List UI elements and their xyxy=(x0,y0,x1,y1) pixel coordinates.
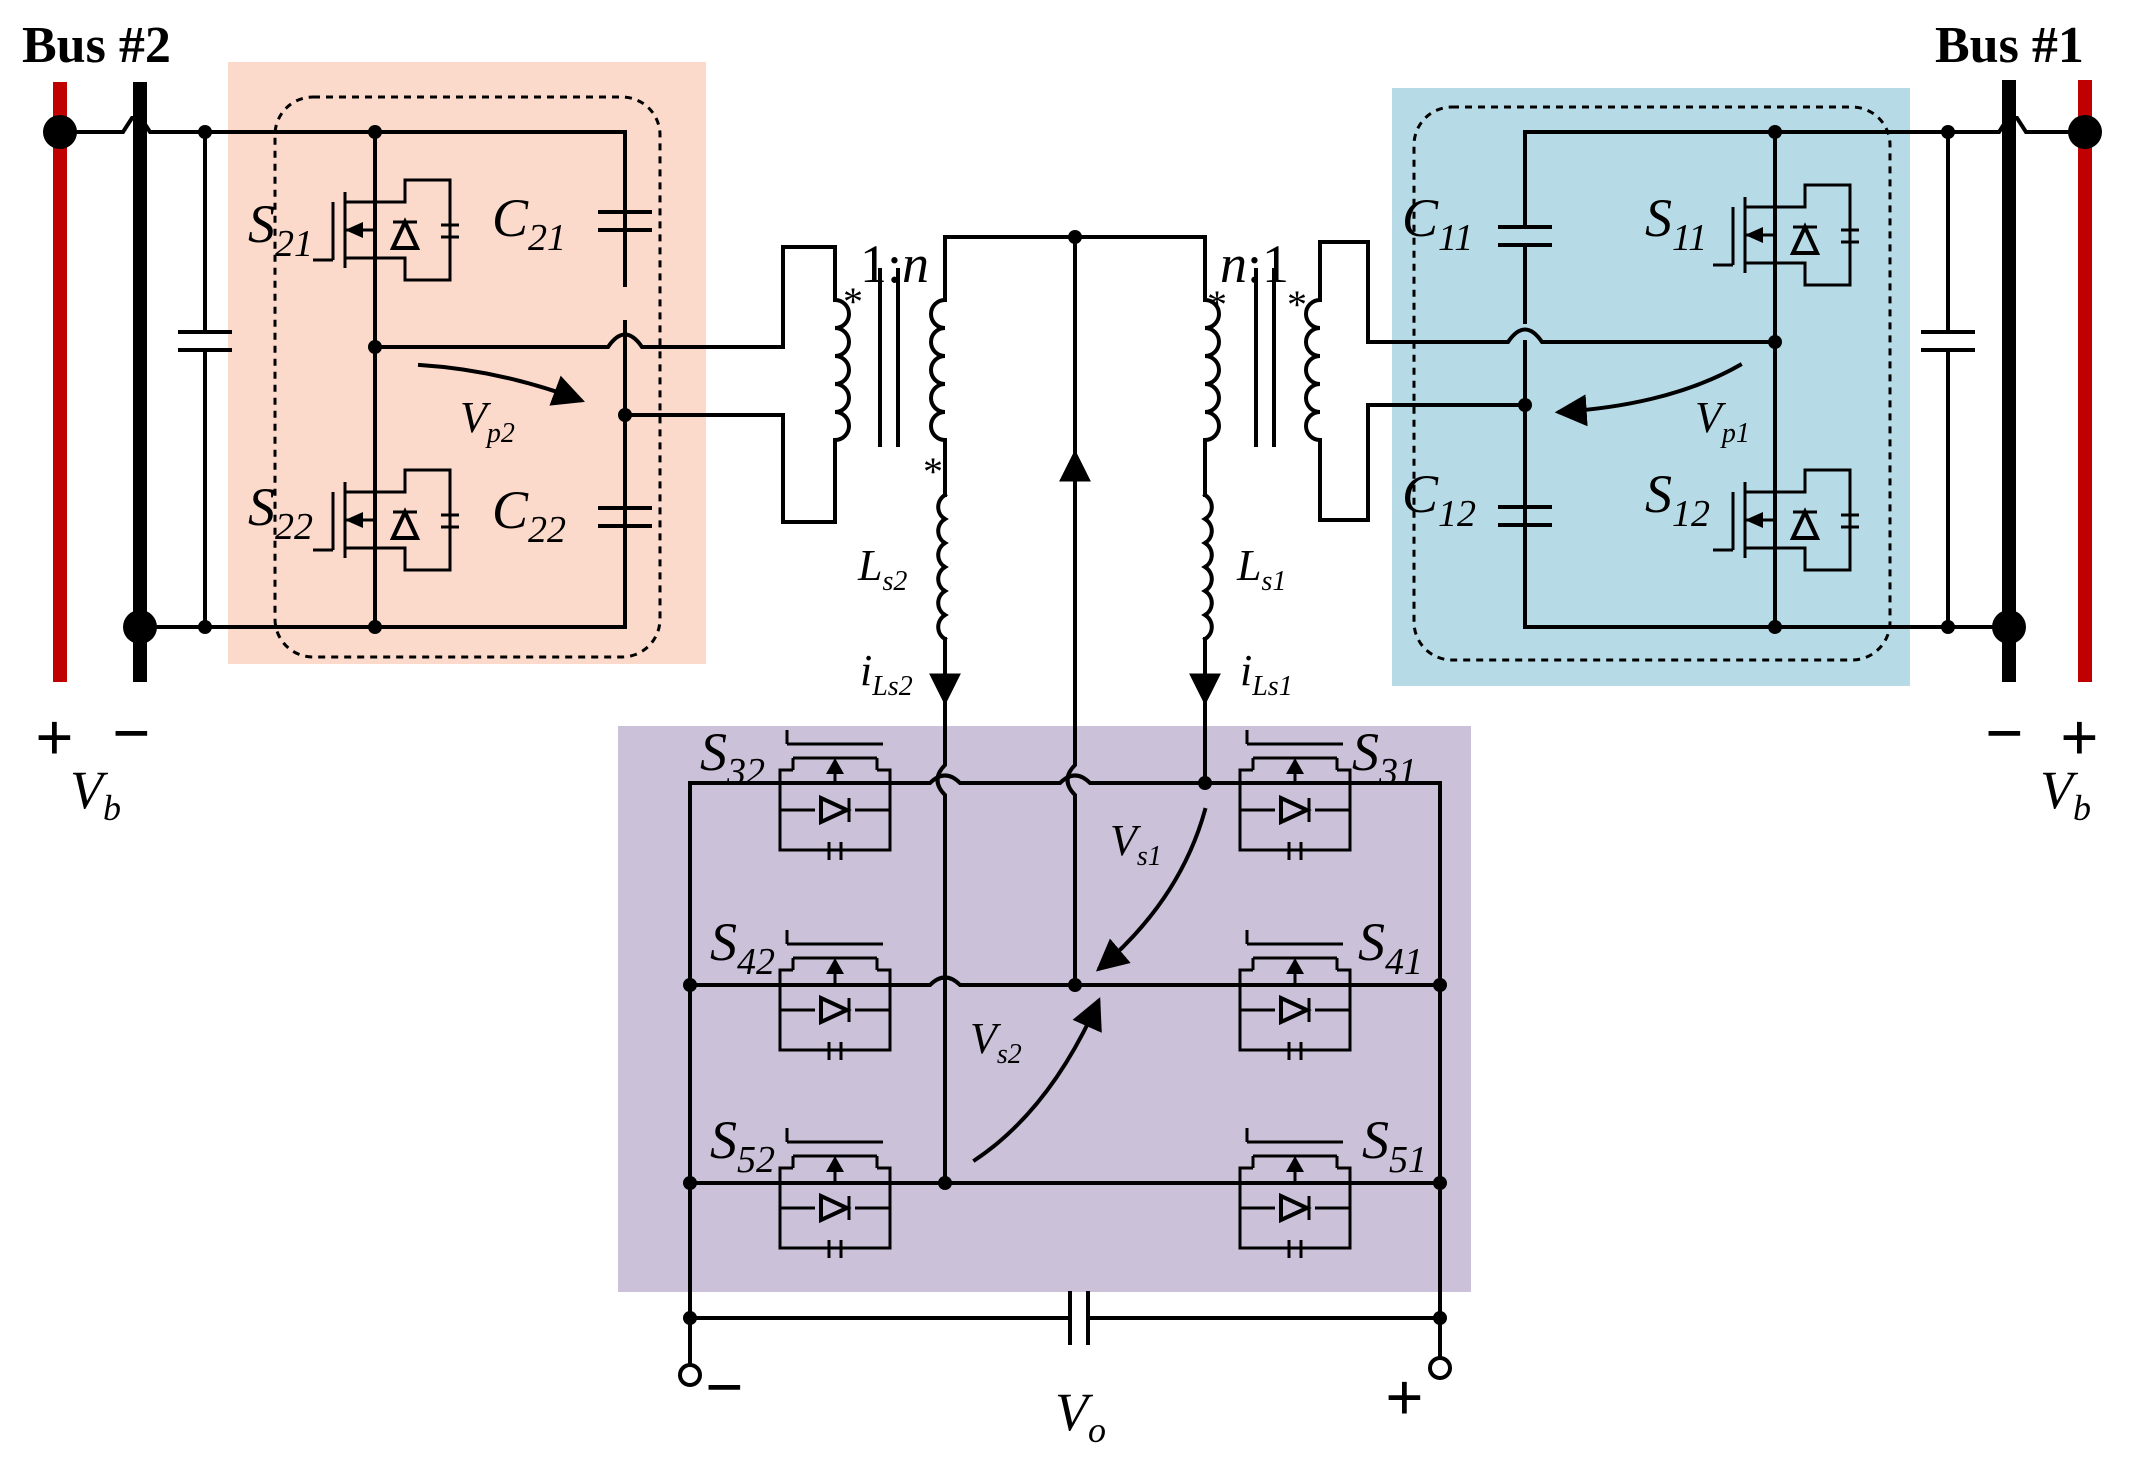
ratio-left: 1:n xyxy=(860,234,929,294)
bus1-voltage-label: Vb xyxy=(2040,760,2091,828)
ils1-label: iLs1 xyxy=(1240,646,1293,702)
dot-marker: * xyxy=(923,449,943,494)
ls2-label: Ls2 xyxy=(857,541,907,597)
mosfet-symbols xyxy=(313,160,1859,1258)
transformer-right xyxy=(1068,230,1323,785)
bus1-minus: − xyxy=(1985,695,2024,771)
s42-mosfet xyxy=(778,930,892,1060)
voltage-arrows xyxy=(417,362,1743,1163)
s41-label: S41 xyxy=(1358,912,1423,983)
bus2-label: Bus #2 xyxy=(22,17,171,74)
s11-mosfet xyxy=(1713,165,1859,305)
bus1-rails xyxy=(1992,80,2102,682)
s31-mosfet xyxy=(1238,730,1352,860)
dot-marker: * xyxy=(843,279,863,324)
vp1-label: Vp1 xyxy=(1695,393,1750,449)
ls1-label: Ls1 xyxy=(1236,541,1286,597)
output-bridge-wiring xyxy=(678,773,1452,1387)
s41-mosfet xyxy=(1238,930,1352,1060)
vs2-label: Vs2 xyxy=(970,1014,1022,1070)
s22-mosfet xyxy=(313,450,459,590)
bus2-voltage-label: Vb xyxy=(70,760,121,828)
c21-label: C21 xyxy=(492,188,566,259)
bus1-half-bridge-wiring xyxy=(1318,116,2087,634)
vs1-label: Vs1 xyxy=(1110,816,1162,872)
bus2-plus: + xyxy=(35,699,74,775)
s22-label: S22 xyxy=(248,477,313,548)
bus1-plus: + xyxy=(2060,699,2099,775)
dot-marker: * xyxy=(1287,282,1307,327)
s21-label: S21 xyxy=(248,194,313,265)
s12-mosfet xyxy=(1713,450,1859,590)
s32-label: S32 xyxy=(700,722,765,793)
output-voltage-label: Vo xyxy=(1055,1382,1106,1450)
bus2-bridge-block xyxy=(228,62,706,664)
transformer-left xyxy=(832,235,1077,1185)
ratio-right: n:1 xyxy=(1220,234,1289,294)
bus2-rails xyxy=(43,82,157,682)
bus1-label: Bus #1 xyxy=(1935,17,2084,74)
c12-label: C12 xyxy=(1402,464,1476,535)
s52-label: S52 xyxy=(710,1110,775,1181)
bus1-bridge-block xyxy=(1392,88,1910,686)
output-plus: + xyxy=(1385,1359,1424,1435)
s31-label: S31 xyxy=(1352,722,1417,793)
bus2-half-bridge-wiring xyxy=(58,116,837,634)
s32-mosfet xyxy=(778,730,892,860)
bus1-leg-box xyxy=(1412,105,1892,662)
dot-marker: * xyxy=(1207,282,1227,327)
s52-mosfet xyxy=(778,1128,892,1258)
vp2-label: Vp2 xyxy=(460,393,515,449)
c11-label: C11 xyxy=(1402,188,1473,259)
labels: Bus #2 Bus #1 + − − + − + Vb Vb Vo 1:n n… xyxy=(22,17,2099,1450)
bus2-minus: − xyxy=(112,695,151,771)
output-minus: − xyxy=(705,1349,744,1425)
s11-label: S11 xyxy=(1645,188,1707,259)
s51-label: S51 xyxy=(1362,1110,1427,1181)
s12-label: S12 xyxy=(1645,464,1710,535)
s42-label: S42 xyxy=(710,912,775,983)
s21-mosfet xyxy=(313,160,459,300)
bus2-leg-box xyxy=(273,95,662,659)
c22-label: C22 xyxy=(492,480,566,551)
ils2-label: iLs2 xyxy=(860,646,913,702)
s51-mosfet xyxy=(1238,1128,1352,1258)
